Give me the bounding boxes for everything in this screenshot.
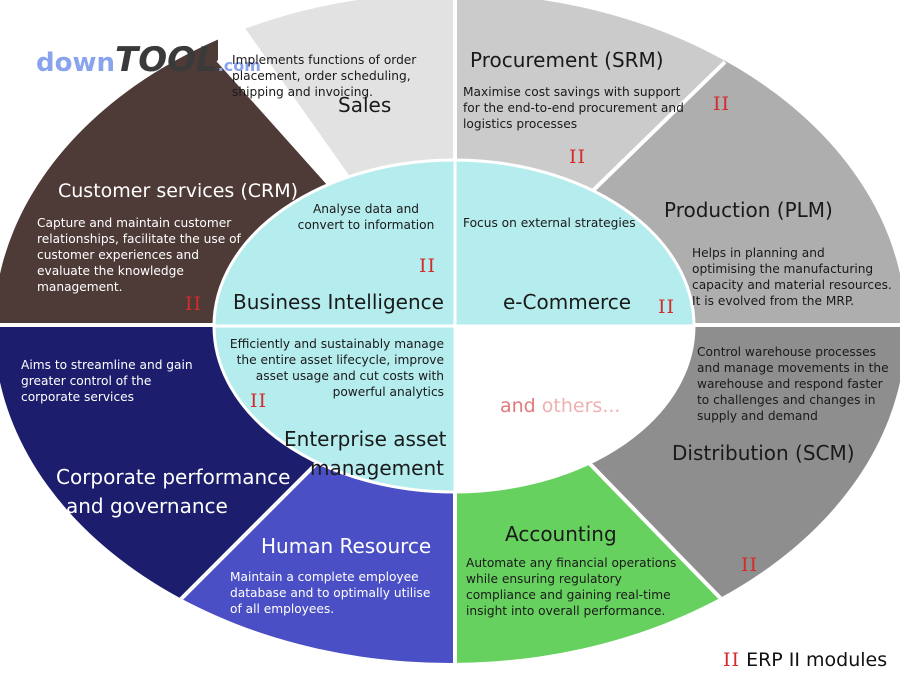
- corporate-title-line2: and governance: [66, 494, 228, 518]
- eam-desc: Efficiently and sustainably manage the e…: [229, 337, 444, 400]
- procurement-ii-mark: II: [569, 146, 587, 168]
- distribution-desc: Control warehouse processes and manage m…: [697, 345, 889, 424]
- bi-desc: Analyse data and convert to information: [297, 202, 435, 233]
- logo-part-tool: TOOL: [115, 40, 218, 80]
- distribution-title: Distribution (SCM): [672, 441, 855, 465]
- production-desc: Helps in planning and optimising the man…: [692, 246, 892, 309]
- logo-part-com: .com: [217, 56, 261, 75]
- corporate-title-line1: Corporate performance: [56, 465, 291, 489]
- ecommerce-ii-mark: II: [658, 296, 676, 318]
- crm-title: Customer services (CRM): [58, 180, 299, 202]
- logo-part-down: down: [36, 48, 116, 78]
- others-label: and others...: [500, 394, 620, 419]
- sales-desc: Implements functions of order placement,…: [232, 53, 417, 100]
- accounting-desc: Automate any financial operations while …: [466, 556, 677, 619]
- crm-desc: Capture and maintain customer relationsh…: [37, 216, 241, 295]
- sales-title: Sales: [338, 93, 392, 117]
- legend-ii-mark: II: [723, 649, 741, 671]
- production-title: Production (PLM): [664, 198, 833, 222]
- distribution-ii-mark: II: [741, 554, 759, 576]
- procurement-title: Procurement (SRM): [470, 48, 664, 72]
- others-label-others: others...: [541, 395, 621, 417]
- eam-title-line1: Enterprise asset: [284, 427, 447, 451]
- human-resource-title: Human Resource: [261, 534, 432, 558]
- ecommerce-desc: Focus on external strategies: [463, 216, 636, 230]
- crm-ii-mark: II: [185, 293, 203, 315]
- human-resource-desc: Maintain a complete employee database an…: [230, 570, 431, 617]
- logo: downTOOL.com: [36, 38, 261, 83]
- procurement-desc: Maximise cost savings with support for t…: [463, 85, 684, 132]
- accounting-title: Accounting: [505, 522, 617, 546]
- bi-ii-mark: II: [419, 255, 437, 277]
- inner-quadrant-others: [455, 326, 694, 492]
- ecommerce-title: e-Commerce: [503, 290, 632, 314]
- production-ii-mark-top: II: [713, 93, 731, 115]
- others-label-and: and: [500, 395, 542, 417]
- corporate-desc: Aims to streamline and gain greater cont…: [21, 358, 193, 405]
- bi-title: Business Intelligence: [233, 290, 444, 314]
- legend-label: ERP II modules: [746, 649, 888, 671]
- eam-ii-mark: II: [250, 390, 268, 412]
- legend: II ERP II modules: [723, 648, 887, 673]
- eam-title-line2: management: [310, 456, 444, 480]
